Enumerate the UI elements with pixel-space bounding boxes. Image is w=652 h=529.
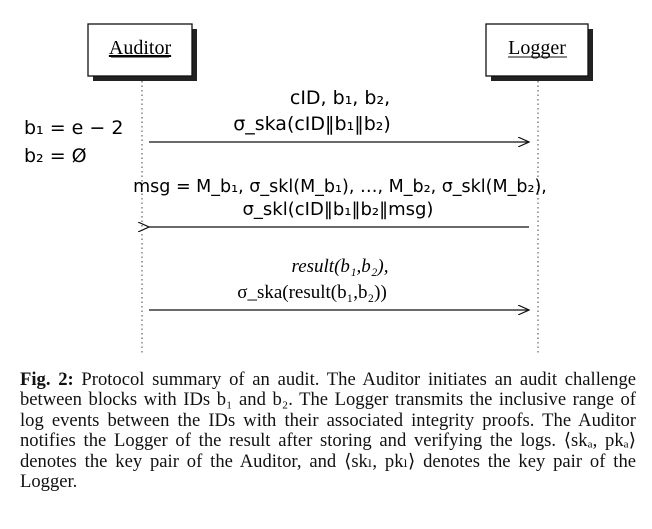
logger-box: Logger bbox=[485, 23, 593, 81]
logger-label: Logger bbox=[508, 37, 566, 59]
message-2-line2: σ_skl(cID‖b₁‖b₂‖msg) bbox=[243, 199, 434, 220]
sequence-diagram: Auditor Logger b₁ = e − 2 b₂ = Ø cID, b₁… bbox=[24, 23, 593, 355]
note-b1: b₁ = e − 2 bbox=[24, 117, 123, 139]
message-3-line1: result(b₁,b₂), bbox=[292, 256, 389, 277]
auditor-box: Auditor bbox=[87, 23, 197, 81]
figure-caption: Fig. 2: Protocol summary of an audit. Th… bbox=[20, 369, 636, 493]
note-b2: b₂ = Ø bbox=[24, 145, 87, 167]
caption-text: Protocol summary of an audit. The Audito… bbox=[20, 369, 636, 493]
message-1-line1: cID, b₁, b₂, bbox=[290, 87, 390, 109]
message-2-line1: msg = M_b₁, σ_skl(M_b₁), …, M_b₂, σ_skl(… bbox=[133, 177, 547, 197]
auditor-label: Auditor bbox=[109, 37, 172, 59]
message-1-line2: σ_ska(cID‖b₁‖b₂) bbox=[233, 113, 391, 135]
message-3-line2: σ_ska(result(b₁,b₂)) bbox=[237, 282, 387, 303]
caption-label: Fig. 2: bbox=[20, 369, 74, 390]
